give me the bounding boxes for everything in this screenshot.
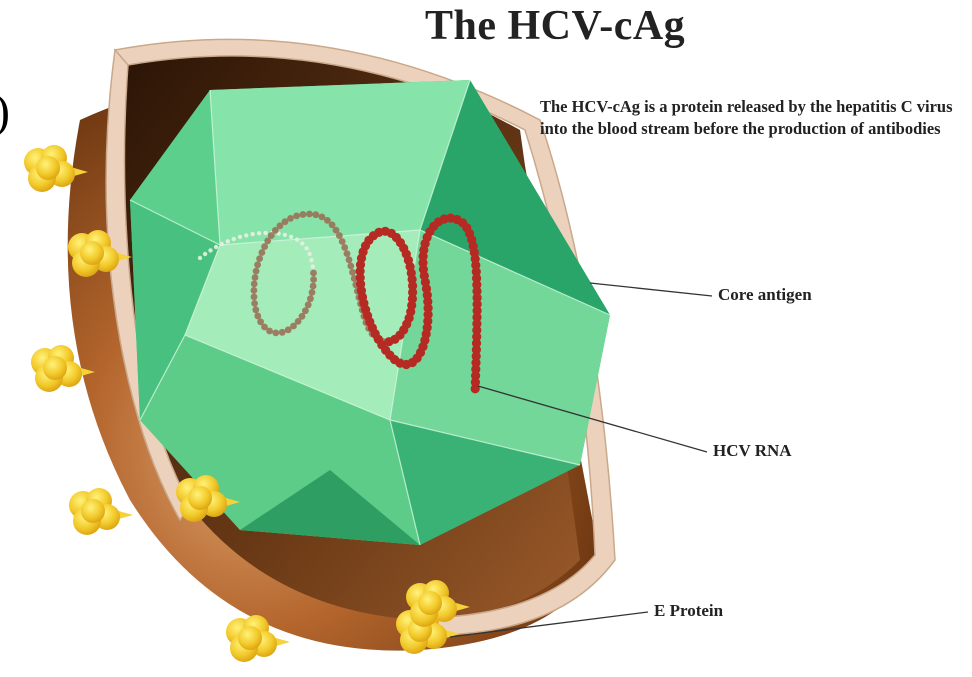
rna-bead <box>263 231 267 235</box>
rna-bead <box>251 300 258 307</box>
rna-bead <box>307 252 311 256</box>
rna-bead <box>306 211 313 218</box>
diagram-title: The HCV-cAg <box>425 2 685 50</box>
rna-bead <box>259 249 266 256</box>
rna-bead <box>289 235 293 239</box>
rna-bead <box>257 231 261 235</box>
rna-bead <box>254 261 261 268</box>
rna-bead <box>310 276 317 283</box>
rna-bead <box>283 233 287 237</box>
rna-bead <box>344 250 351 257</box>
rna-bead <box>339 238 346 245</box>
rna-bead <box>341 244 348 251</box>
rna-bead <box>252 306 259 313</box>
rna-bead <box>226 239 230 243</box>
rna-bead <box>311 264 315 268</box>
core-antigen-leader <box>590 283 712 296</box>
rna-bead <box>312 211 319 218</box>
core-antigen-label: Core antigen <box>718 285 812 305</box>
rna-bead <box>251 232 255 236</box>
rna-bead <box>285 326 292 333</box>
rna-bead <box>346 256 353 263</box>
rna-bead <box>251 287 258 294</box>
rna-bead <box>251 294 258 301</box>
rna-bead <box>336 232 343 239</box>
rna-bead <box>203 252 207 256</box>
rna-bead <box>305 301 312 308</box>
rna-bead <box>310 283 317 290</box>
rna-bead <box>300 211 307 218</box>
rna-bead <box>214 245 218 249</box>
rna-bead <box>304 246 308 250</box>
rna-bead <box>252 274 259 281</box>
rna-bead <box>309 289 316 296</box>
rna-bead <box>309 258 313 262</box>
e-protein-label: E Protein <box>654 601 723 621</box>
rna-bead <box>254 313 261 320</box>
rna-bead <box>253 268 260 275</box>
rna-bead <box>347 263 354 270</box>
rna-bead <box>293 213 300 220</box>
rna-bead <box>232 237 236 241</box>
rna-bead <box>208 248 212 252</box>
diagram-description: The HCV-cAg is a protein released by the… <box>540 96 960 140</box>
rna-bead <box>257 318 264 325</box>
rna-bead <box>300 241 304 245</box>
rna-bead <box>272 330 279 337</box>
edge-fragment: ) <box>0 84 10 139</box>
rna-bead <box>279 329 286 336</box>
rna-bead <box>244 233 248 237</box>
hcv-rna-label: HCV RNA <box>713 441 792 461</box>
rna-bead <box>238 235 242 239</box>
e-protein <box>69 488 133 535</box>
rna-bead <box>307 295 314 302</box>
rna-bead <box>220 242 224 246</box>
rna-bead <box>295 237 299 241</box>
rna-bead <box>256 255 263 262</box>
rna-bead <box>287 215 294 222</box>
rna-bead <box>198 256 202 260</box>
rna-bead <box>349 269 356 276</box>
rna-bead <box>251 281 258 288</box>
rna-bead <box>310 270 317 277</box>
